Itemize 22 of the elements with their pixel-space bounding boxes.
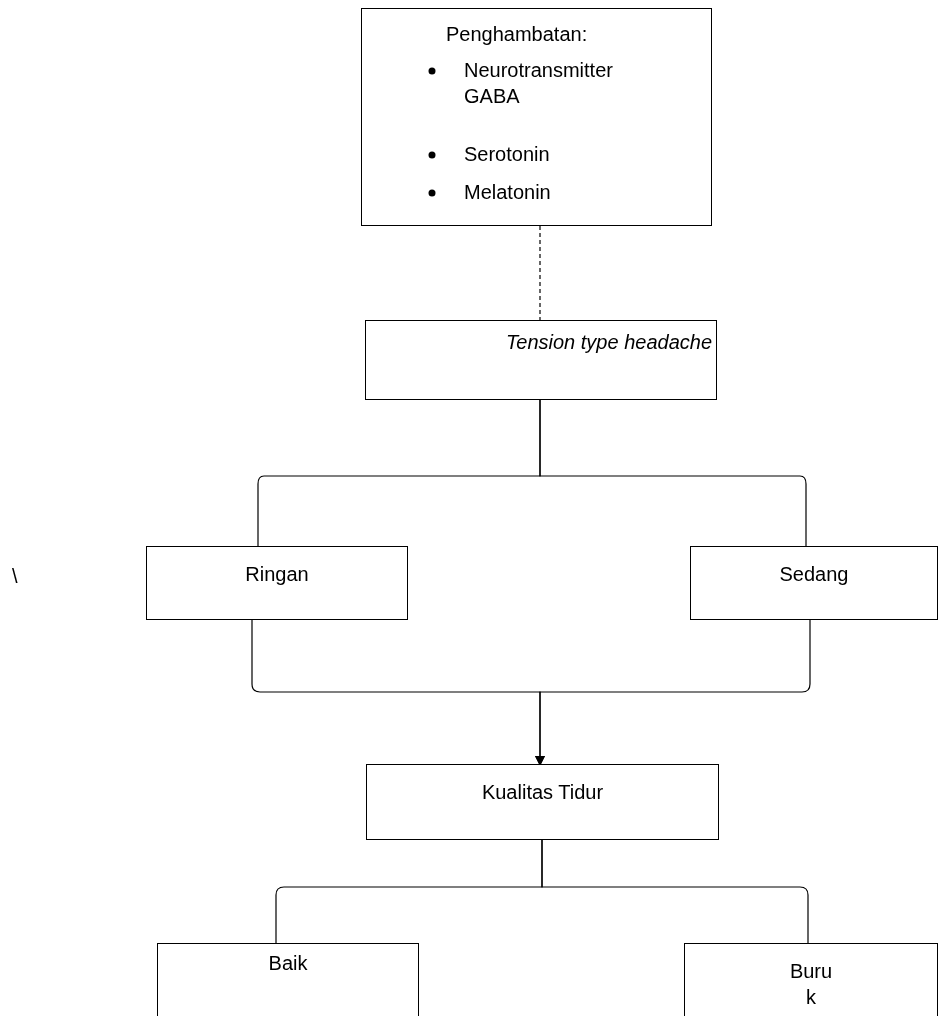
node-label: Buruk: [788, 959, 834, 1010]
stray-mark: \: [12, 565, 18, 588]
process-box: [146, 546, 408, 620]
connector-line: [541, 839, 809, 944]
box-heading: Penghambatan:: [446, 22, 588, 47]
process-box: [684, 943, 938, 1016]
node-label: Ringan: [244, 562, 310, 587]
list-item: Neurotransmitter GABA: [464, 57, 634, 109]
node-label: Tension type headache: [504, 330, 713, 355]
process-box: [157, 943, 419, 1016]
arrow: [535, 619, 811, 766]
node-label: Baik: [267, 951, 309, 976]
process-box: [365, 320, 717, 400]
node-label: Sedang: [778, 562, 850, 587]
list-item: Melatonin: [464, 179, 634, 205]
connector-line: [539, 225, 541, 321]
node-label: Kualitas Tidur: [480, 780, 605, 805]
connector-line: [539, 399, 807, 547]
list-item: Serotonin: [464, 141, 634, 167]
process-box: [366, 764, 719, 840]
process-box: [690, 546, 938, 620]
process-box: [361, 8, 712, 226]
